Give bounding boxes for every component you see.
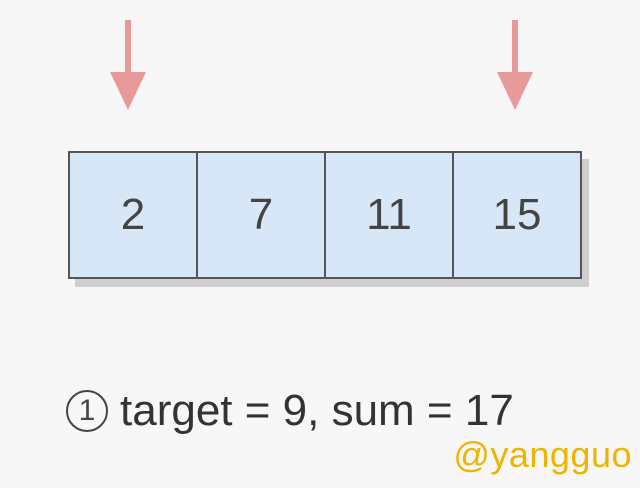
- right-pointer-arrow-icon: [497, 20, 533, 112]
- step-caption: 1 target = 9, sum = 17: [66, 383, 514, 439]
- step-number-badge: 1: [66, 390, 108, 432]
- array-cell: 7: [196, 153, 324, 277]
- array-cell: 15: [452, 153, 580, 277]
- watermark: @yangguo: [453, 434, 632, 475]
- array-cell: 11: [324, 153, 452, 277]
- left-pointer-arrow-icon: [110, 20, 146, 112]
- array-row: 2 7 11 15: [68, 151, 582, 279]
- caption-text: target = 9, sum = 17: [120, 386, 514, 435]
- array-cell: 2: [120, 190, 146, 239]
